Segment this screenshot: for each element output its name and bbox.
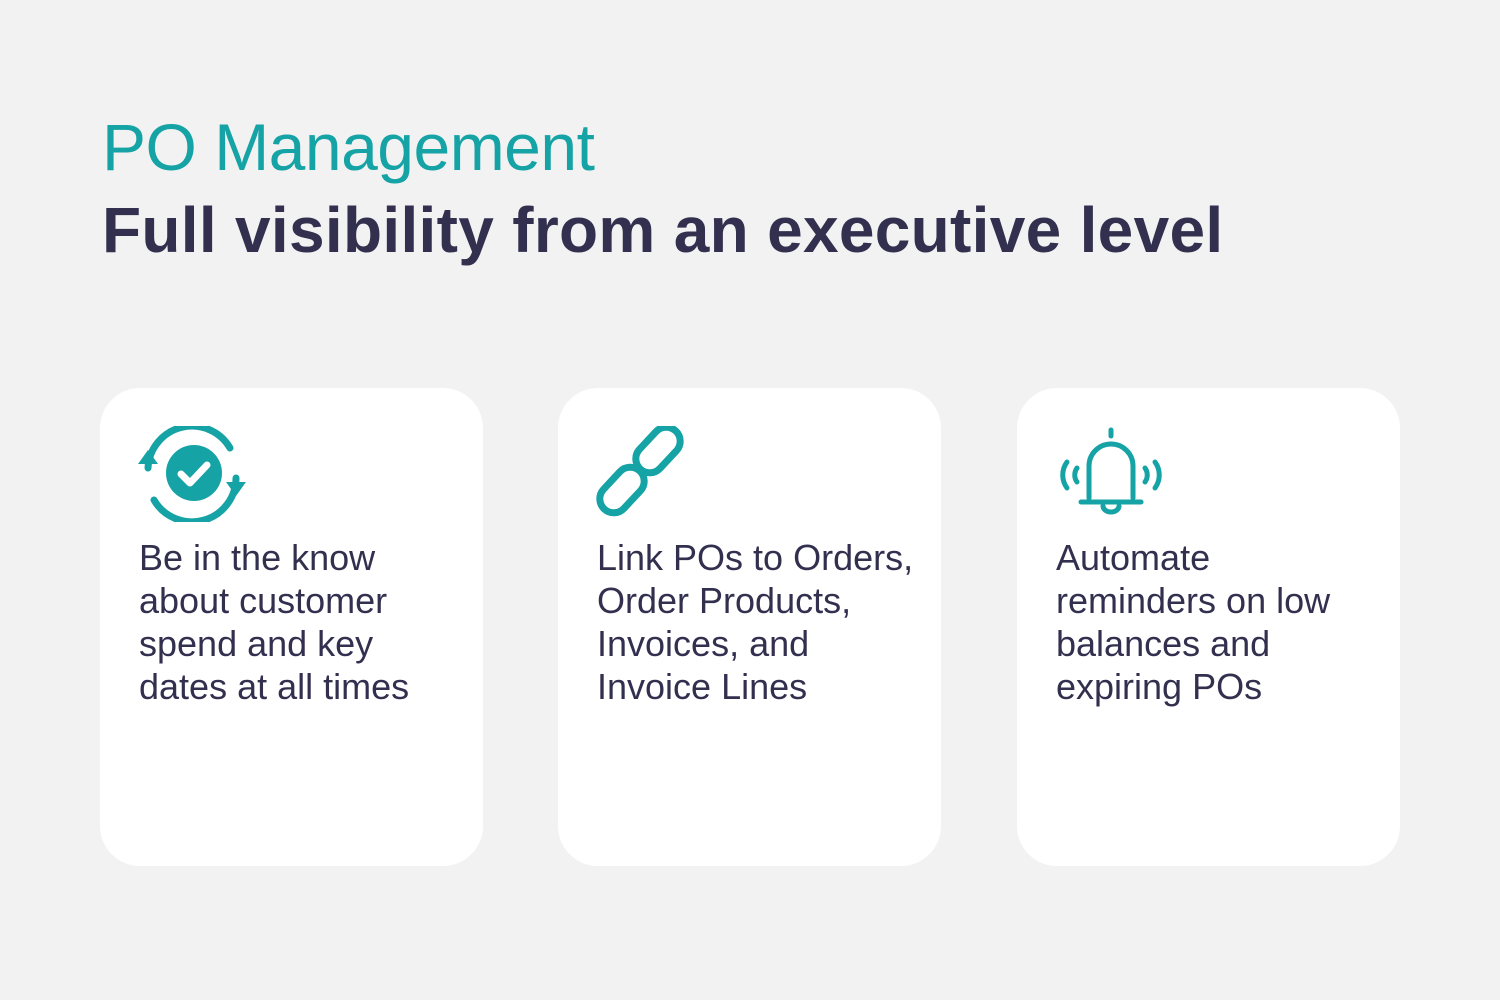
sync-check-icon (136, 426, 252, 522)
page-title: Full visibility from an executive level (102, 194, 1224, 266)
bell-ringing-icon (1053, 426, 1169, 522)
feature-card-reminders: Automate reminders on low balances and e… (1017, 388, 1400, 866)
feature-card-spend: Be in the know about customer spend and … (100, 388, 483, 866)
section-eyebrow: PO Management (102, 110, 595, 184)
feature-cards: Be in the know about customer spend and … (100, 388, 1400, 866)
feature-card-text: Automate reminders on low balances and e… (1056, 537, 1331, 707)
link-icon (594, 426, 710, 522)
feature-card-text: Be in the know about customer spend and … (139, 537, 410, 707)
feature-card-link: Link POs to Orders, Order Products, Invo… (558, 388, 941, 866)
page-header: PO Management Full visibility from an ex… (102, 108, 1432, 268)
feature-card-text: Link POs to Orders, Order Products, Invo… (597, 537, 914, 707)
